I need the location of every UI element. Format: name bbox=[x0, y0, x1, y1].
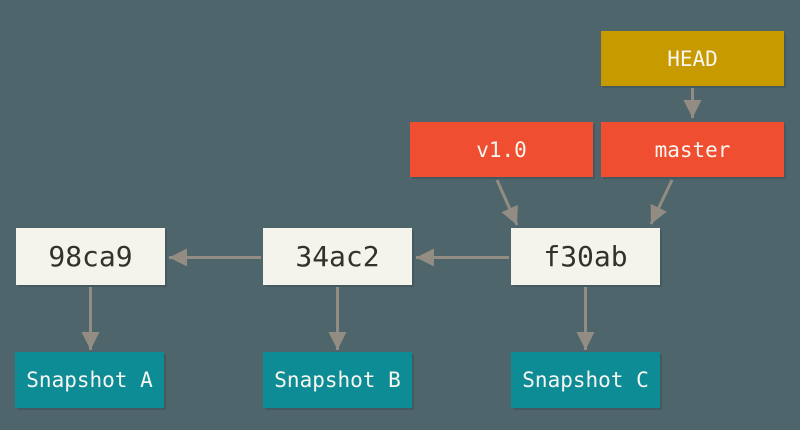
head-ref-label: HEAD bbox=[667, 46, 718, 71]
snapshot-c-node: Snapshot C bbox=[511, 352, 660, 408]
head-ref-node: HEAD bbox=[601, 31, 784, 86]
commit-34ac2-node: 34ac2 bbox=[263, 228, 412, 285]
tag-v1.0-label: v1.0 bbox=[476, 137, 527, 162]
arrow-master-to-f30ab bbox=[649, 179, 674, 225]
commit-98ca9-label: 98ca9 bbox=[48, 240, 133, 273]
commit-98ca9-node: 98ca9 bbox=[16, 228, 165, 285]
commit-f30ab-label: f30ab bbox=[543, 240, 628, 273]
commit-34ac2-label: 34ac2 bbox=[295, 240, 380, 273]
snapshot-a-node: Snapshot A bbox=[15, 352, 164, 408]
tag-v1.0-node: v1.0 bbox=[410, 122, 593, 177]
arrow-v1-to-f30ab bbox=[495, 179, 519, 226]
snapshot-b-node: Snapshot B bbox=[263, 352, 412, 408]
snapshot-c-label: Snapshot C bbox=[522, 368, 649, 392]
branch-master-label: master bbox=[654, 137, 731, 162]
snapshot-a-label: Snapshot A bbox=[26, 368, 153, 392]
branch-master-node: master bbox=[601, 122, 784, 177]
commit-f30ab-node: f30ab bbox=[511, 228, 660, 285]
snapshot-b-label: Snapshot B bbox=[274, 368, 401, 392]
